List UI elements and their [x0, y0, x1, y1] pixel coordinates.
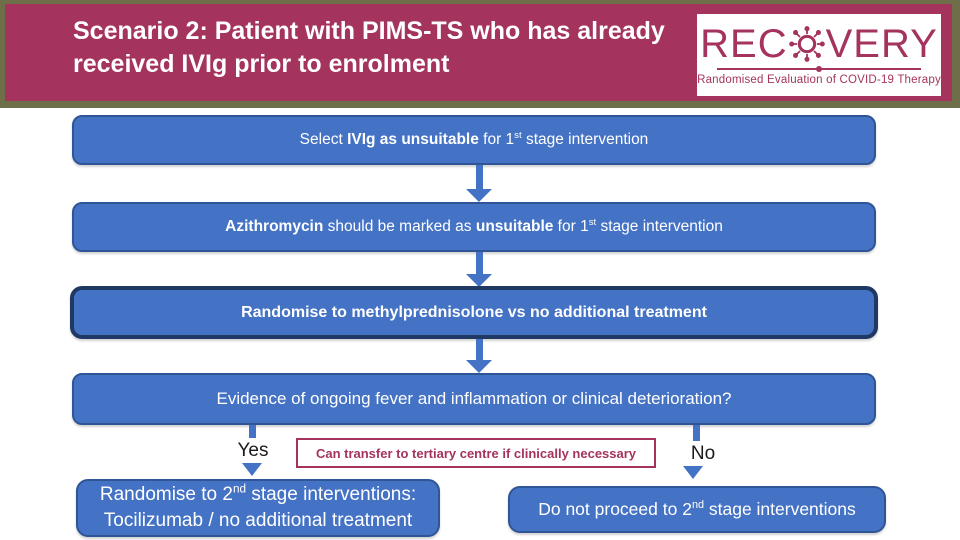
arrow-stem — [475, 252, 483, 274]
arrow-head-icon — [466, 189, 492, 202]
flow-box-randomise-text: Randomise to methylprednisolone vs no ad… — [241, 303, 707, 321]
logo-tagline: Randomised Evaluation of COVID-19 Therap… — [697, 74, 941, 86]
flow-box-azithromycin-text: Azithromycin should be marked as unsuita… — [225, 216, 723, 235]
transfer-note-text: Can transfer to tertiary centre if clini… — [315, 445, 637, 461]
arrow-stem — [475, 165, 483, 189]
no-arrow-head-icon — [683, 466, 703, 479]
header-band: Scenario 2: Patient with PIMS-TS who has… — [0, 0, 960, 108]
flow-box-randomise-methylprednisolone: Randomise to methylprednisolone vs no ad… — [70, 286, 878, 339]
flow-box-evidence-question: Evidence of ongoing fever and inflammati… — [72, 373, 876, 425]
arrow-stem — [475, 339, 483, 360]
recovery-logo: REC — [697, 14, 941, 96]
down-arrow-3 — [466, 339, 492, 373]
yes-branch-stem — [249, 425, 256, 438]
wordmark-suffix: VERY — [825, 22, 938, 66]
flow-box-select-ivig-text: Select IVIg as unsuitable for 1st stage … — [299, 129, 649, 148]
flow-box-second-stage-randomise: Randomise to 2nd stage interventions: To… — [76, 479, 440, 537]
arrow-head-icon — [466, 274, 492, 287]
flow-box-select-ivig: Select IVIg as unsuitable for 1st stage … — [72, 115, 876, 165]
yes-arrow-head-icon — [242, 463, 262, 476]
recovery-wordmark: REC — [700, 24, 938, 64]
down-arrow-2 — [466, 252, 492, 287]
page-title: Scenario 2: Patient with PIMS-TS who has… — [73, 17, 665, 78]
second-stage-line1: Randomise to 2nd stage interventions: — [99, 482, 417, 505]
wordmark-prefix: REC — [700, 22, 788, 66]
logo-divider — [717, 68, 921, 70]
yes-label: Yes — [237, 440, 269, 461]
no-branch-stem — [693, 425, 700, 441]
down-arrow-1 — [466, 165, 492, 202]
no-label: No — [690, 443, 716, 464]
flow-box-azithromycin: Azithromycin should be marked as unsuita… — [72, 202, 876, 252]
second-stage-line2: Tocilizumab / no additional treatment — [103, 510, 413, 531]
transfer-note-box: Can transfer to tertiary centre if clini… — [296, 438, 656, 468]
flow-box-do-not-proceed: Do not proceed to 2nd stage intervention… — [508, 486, 886, 533]
do-not-proceed-text: Do not proceed to 2nd stage intervention… — [538, 499, 856, 519]
flow-box-evidence-text: Evidence of ongoing fever and inflammati… — [216, 389, 732, 408]
virus-icon — [788, 26, 825, 62]
arrow-head-icon — [466, 360, 492, 373]
